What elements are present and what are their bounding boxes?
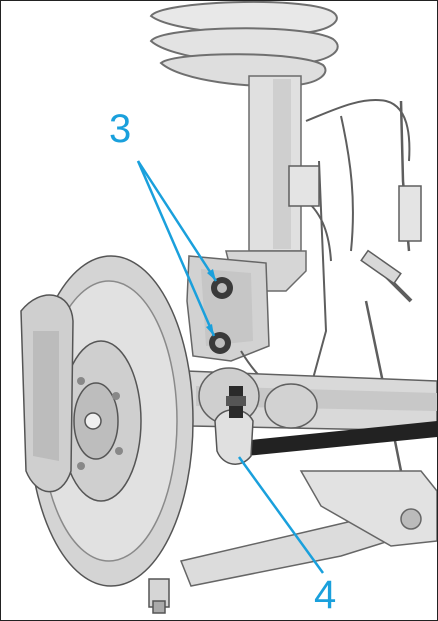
lower-ball-joint	[148, 578, 170, 614]
callout-leaders	[136, 160, 325, 574]
brake-caliper	[20, 294, 74, 493]
tie-rod	[214, 386, 437, 465]
coil-spring	[149, 1, 339, 88]
lower-control-arm	[179, 470, 437, 587]
mounting-bolts	[209, 277, 233, 354]
sensor-bracket	[288, 165, 422, 285]
callout-3: 3	[109, 107, 132, 151]
callout-arrowheads	[206, 269, 216, 336]
callout-4: 4	[314, 573, 337, 617]
